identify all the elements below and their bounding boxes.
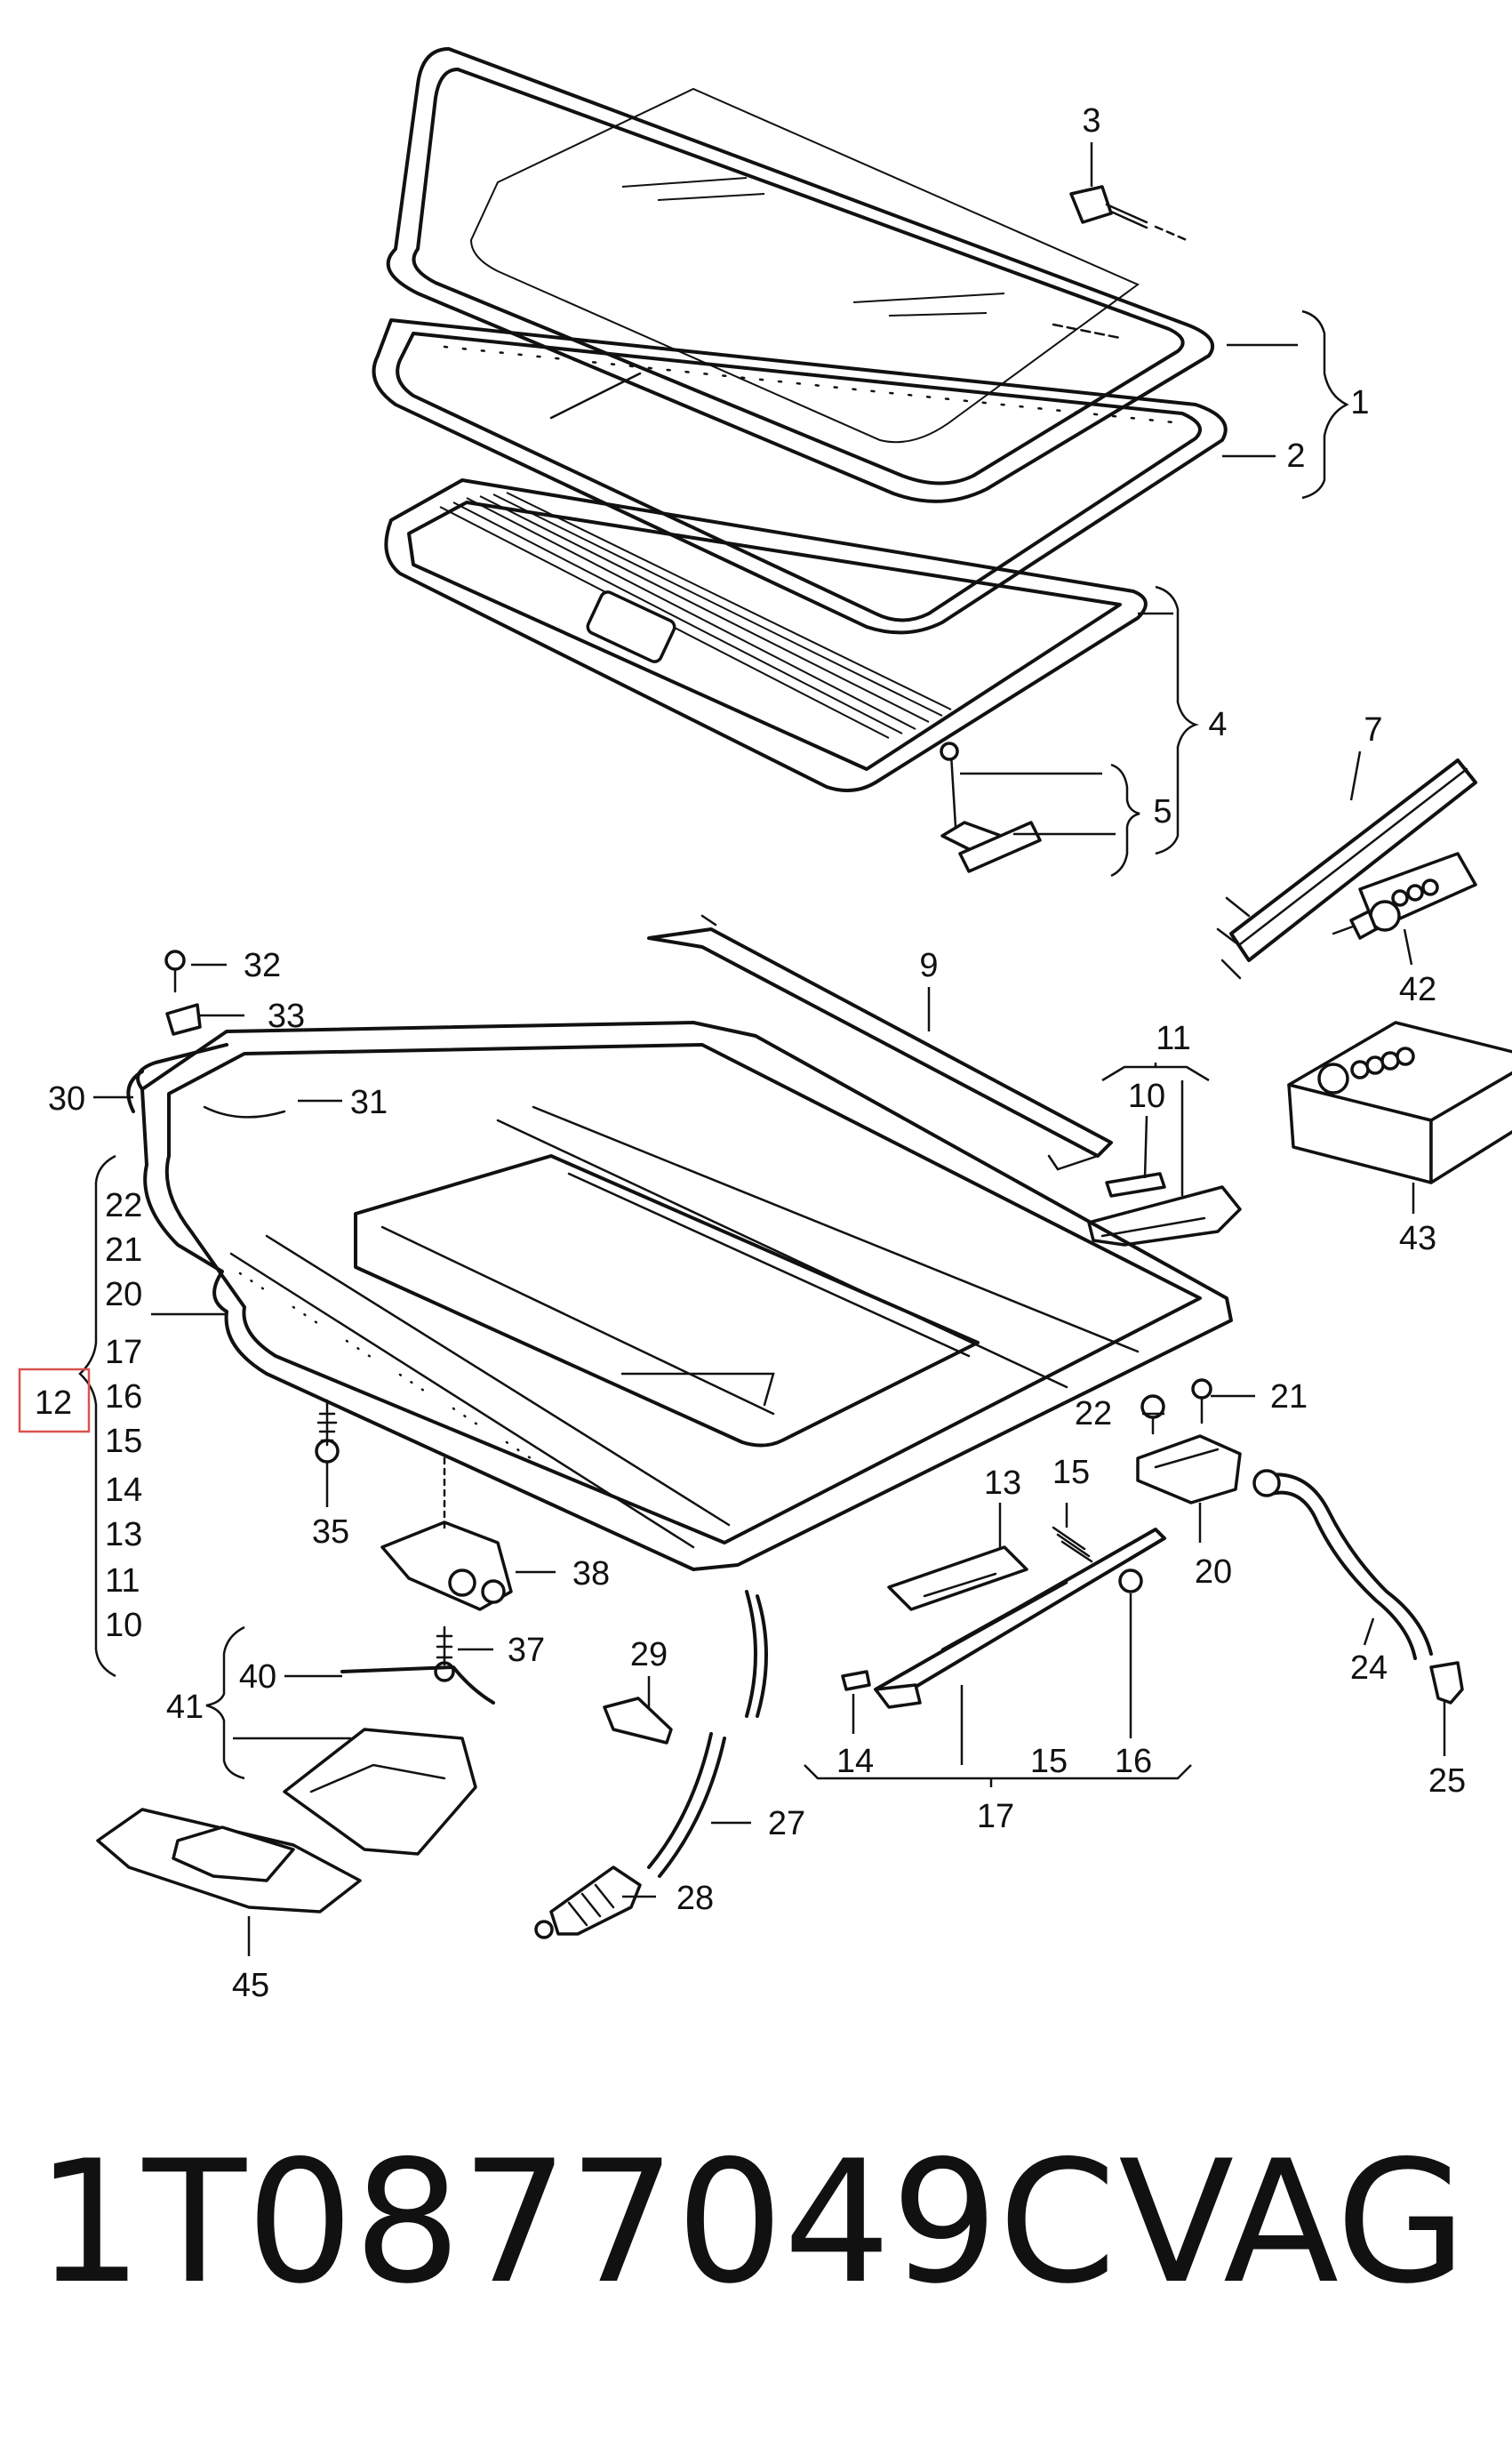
screw-37 <box>434 1625 455 1682</box>
screw-35 <box>315 1399 340 1464</box>
motor-38 <box>380 1456 513 1611</box>
callout-27: 27 <box>768 1805 805 1842</box>
callout-11: 11 <box>1156 1020 1190 1057</box>
part-number: 1T0877049C <box>36 2124 1116 2321</box>
callout-7: 7 <box>1364 711 1382 749</box>
callout-15b: 15 <box>1030 1743 1068 1780</box>
group-12-item: 10 <box>105 1607 142 1644</box>
cross-rail-9 <box>647 914 1113 1171</box>
drain-cup-20 <box>1136 1434 1242 1504</box>
brand-name: VAG <box>1118 2124 1467 2321</box>
callout-22: 22 <box>1075 1395 1112 1432</box>
callout-25: 25 <box>1428 1762 1466 1800</box>
seal-frame <box>372 318 1228 635</box>
screw-21 <box>1191 1378 1212 1424</box>
callout-41: 41 <box>166 1689 204 1726</box>
screw-3 <box>1069 185 1188 242</box>
box-43 <box>1287 1021 1512 1184</box>
group-12-item: 11 <box>105 1562 140 1600</box>
group-12-label: 12 <box>35 1384 72 1422</box>
leader-lines <box>78 142 1446 1956</box>
callout-2: 2 <box>1286 437 1305 475</box>
group-12-item: 16 <box>105 1378 142 1416</box>
callout-24: 24 <box>1350 1649 1388 1687</box>
group-12-item: 20 <box>105 1276 142 1313</box>
callout-40: 40 <box>239 1658 276 1696</box>
sunroof-frame-12 <box>140 1021 1233 1571</box>
callout-20: 20 <box>1195 1553 1232 1591</box>
callout-labels: 3 1 2 4 5 7 42 9 11 10 43 32 33 30 31 35… <box>48 102 1466 2004</box>
callout-10: 10 <box>1128 1078 1165 1115</box>
callout-38: 38 <box>572 1555 610 1593</box>
guide-block-11 <box>1087 1172 1242 1247</box>
group-12-item: 13 <box>105 1516 142 1553</box>
callout-32: 32 <box>244 947 281 984</box>
group-12-item: 21 <box>105 1232 142 1269</box>
valve-25 <box>1429 1661 1464 1718</box>
callout-4: 4 <box>1208 706 1227 743</box>
clip-14 <box>841 1670 871 1691</box>
group-12-item: 17 <box>105 1334 142 1371</box>
group-12-item: 22 <box>105 1187 142 1224</box>
callout-43: 43 <box>1399 1220 1436 1257</box>
callout-14: 14 <box>836 1743 874 1780</box>
grease-tube-42 <box>1332 852 1477 940</box>
callout-37: 37 <box>508 1632 545 1669</box>
callout-28: 28 <box>676 1880 714 1917</box>
hose-24 <box>1252 1469 1433 1660</box>
pin-15 <box>1052 1526 1093 1563</box>
drain-hose-27 <box>647 1590 768 1878</box>
callout-45: 45 <box>232 1967 269 2004</box>
group-12-item: 15 <box>105 1423 142 1460</box>
screw-22 <box>1140 1394 1165 1435</box>
sunshade <box>384 478 1148 792</box>
bracket-5 <box>940 742 1042 873</box>
group-12-list: 12 22 21 20 17 16 15 14 13 11 10 <box>18 1187 142 1644</box>
drain-30-33 <box>126 950 286 1119</box>
callout-1: 1 <box>1350 384 1369 421</box>
callout-16: 16 <box>1115 1743 1152 1780</box>
cable-40 <box>340 1665 495 1705</box>
callout-15a: 15 <box>1052 1454 1090 1491</box>
group-12-item: 14 <box>105 1472 142 1509</box>
callout-42: 42 <box>1399 971 1436 1008</box>
callout-33: 33 <box>268 998 305 1035</box>
caption: 1T0877049C VAG <box>36 2124 1467 2321</box>
callout-35: 35 <box>312 1513 349 1551</box>
valve-28 <box>534 1865 642 1939</box>
slider-13 <box>887 1545 1028 1611</box>
callout-3: 3 <box>1082 102 1100 140</box>
callout-5: 5 <box>1153 793 1172 830</box>
glass-panel <box>386 47 1215 503</box>
group-12-highlight <box>18 1368 91 1433</box>
nut-16 <box>1118 1568 1143 1593</box>
cover-45 <box>96 1808 362 1913</box>
callout-9: 9 <box>919 947 938 984</box>
callout-17: 17 <box>977 1798 1014 1835</box>
callout-31: 31 <box>350 1084 388 1121</box>
callout-30: 30 <box>48 1080 85 1118</box>
trim-41 <box>283 1728 477 1856</box>
callout-13: 13 <box>984 1464 1021 1502</box>
clip-29 <box>603 1697 673 1745</box>
guide-rail-17 <box>874 1528 1166 1709</box>
seal-strip-7 <box>1216 758 1477 980</box>
callout-29: 29 <box>630 1636 668 1673</box>
callout-21: 21 <box>1270 1378 1308 1416</box>
